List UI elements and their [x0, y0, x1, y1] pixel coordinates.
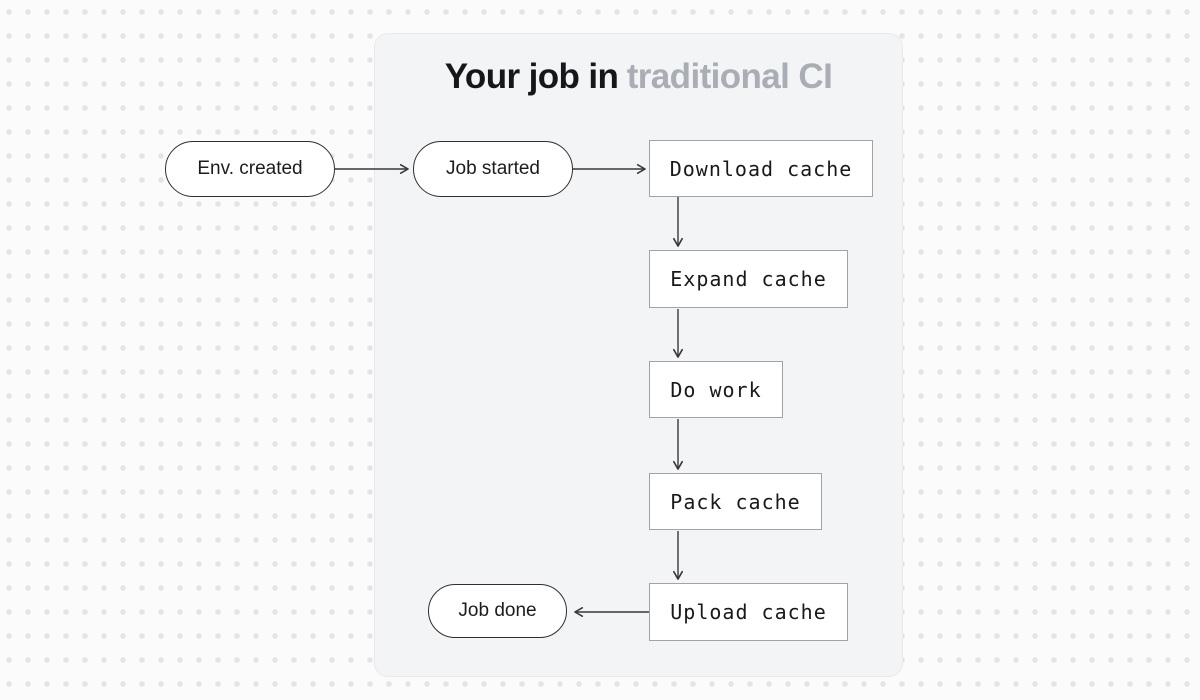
node-job-started: Job started: [413, 141, 573, 197]
node-download-cache: Download cache: [649, 140, 873, 197]
node-upload-cache: Upload cache: [649, 583, 848, 641]
node-job-done: Job done: [428, 584, 567, 638]
title-primary: Your job in: [444, 57, 619, 96]
node-pack-cache: Pack cache: [649, 473, 822, 530]
diagram-panel: [374, 33, 903, 677]
title-secondary: traditional CI: [626, 57, 833, 96]
node-do-work: Do work: [649, 361, 783, 418]
node-expand-cache: Expand cache: [649, 250, 848, 308]
node-env-created: Env. created: [165, 141, 335, 197]
